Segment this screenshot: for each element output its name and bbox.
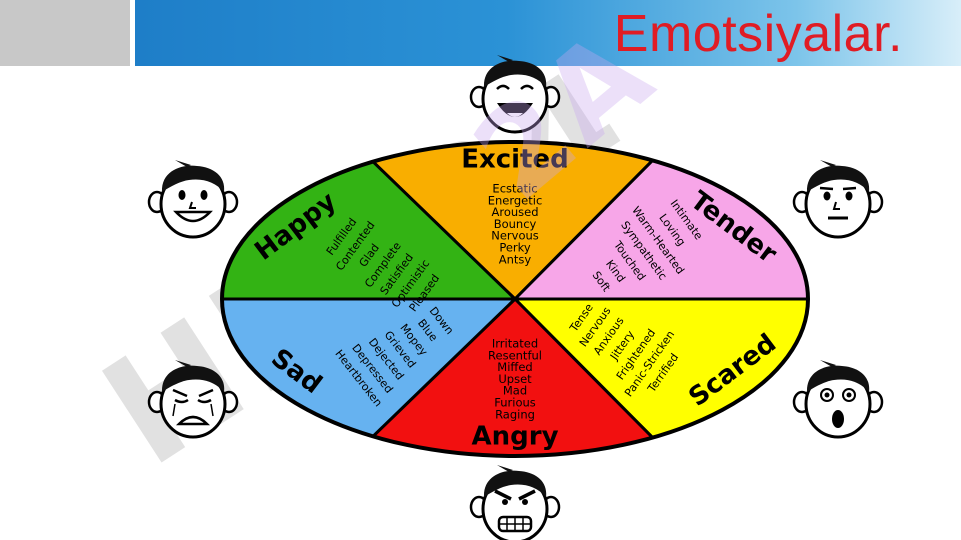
- wheel-outline: [220, 140, 810, 458]
- emotion-word: Furious: [494, 396, 536, 410]
- emotion-word: Aroused: [491, 205, 538, 219]
- emotion-word: Raging: [495, 407, 535, 421]
- laughing-face-icon: [469, 55, 561, 134]
- emotion-word: Upset: [498, 372, 532, 386]
- emotion-word: Mad: [503, 384, 527, 398]
- emotion-word: Antsy: [499, 252, 532, 266]
- header-gray-block: [0, 0, 130, 66]
- crying-face-icon: [147, 360, 239, 439]
- calm-face-icon: [792, 160, 884, 239]
- slide-title: Emotsiyalar.: [613, 5, 903, 63]
- emotion-word: Irritated: [492, 337, 538, 351]
- emotion-word: Energetic: [488, 193, 543, 207]
- angry-face-icon: [469, 465, 561, 540]
- header-divider: [130, 0, 135, 66]
- emotion-word: Resentful: [488, 348, 542, 362]
- emotion-word: Ecstatic: [492, 182, 537, 196]
- segment-label-angry: Angry: [471, 422, 558, 452]
- emotion-word: Perky: [499, 241, 531, 255]
- segment-label-excited: Excited: [461, 145, 569, 175]
- shocked-face-icon: [792, 360, 884, 439]
- header-blue-bar: [135, 0, 961, 66]
- smiling-face-icon: [147, 160, 239, 239]
- emotion-word: Bouncy: [494, 217, 537, 231]
- emotion-word: Nervous: [491, 229, 539, 243]
- emotion-word: Miffed: [497, 360, 532, 374]
